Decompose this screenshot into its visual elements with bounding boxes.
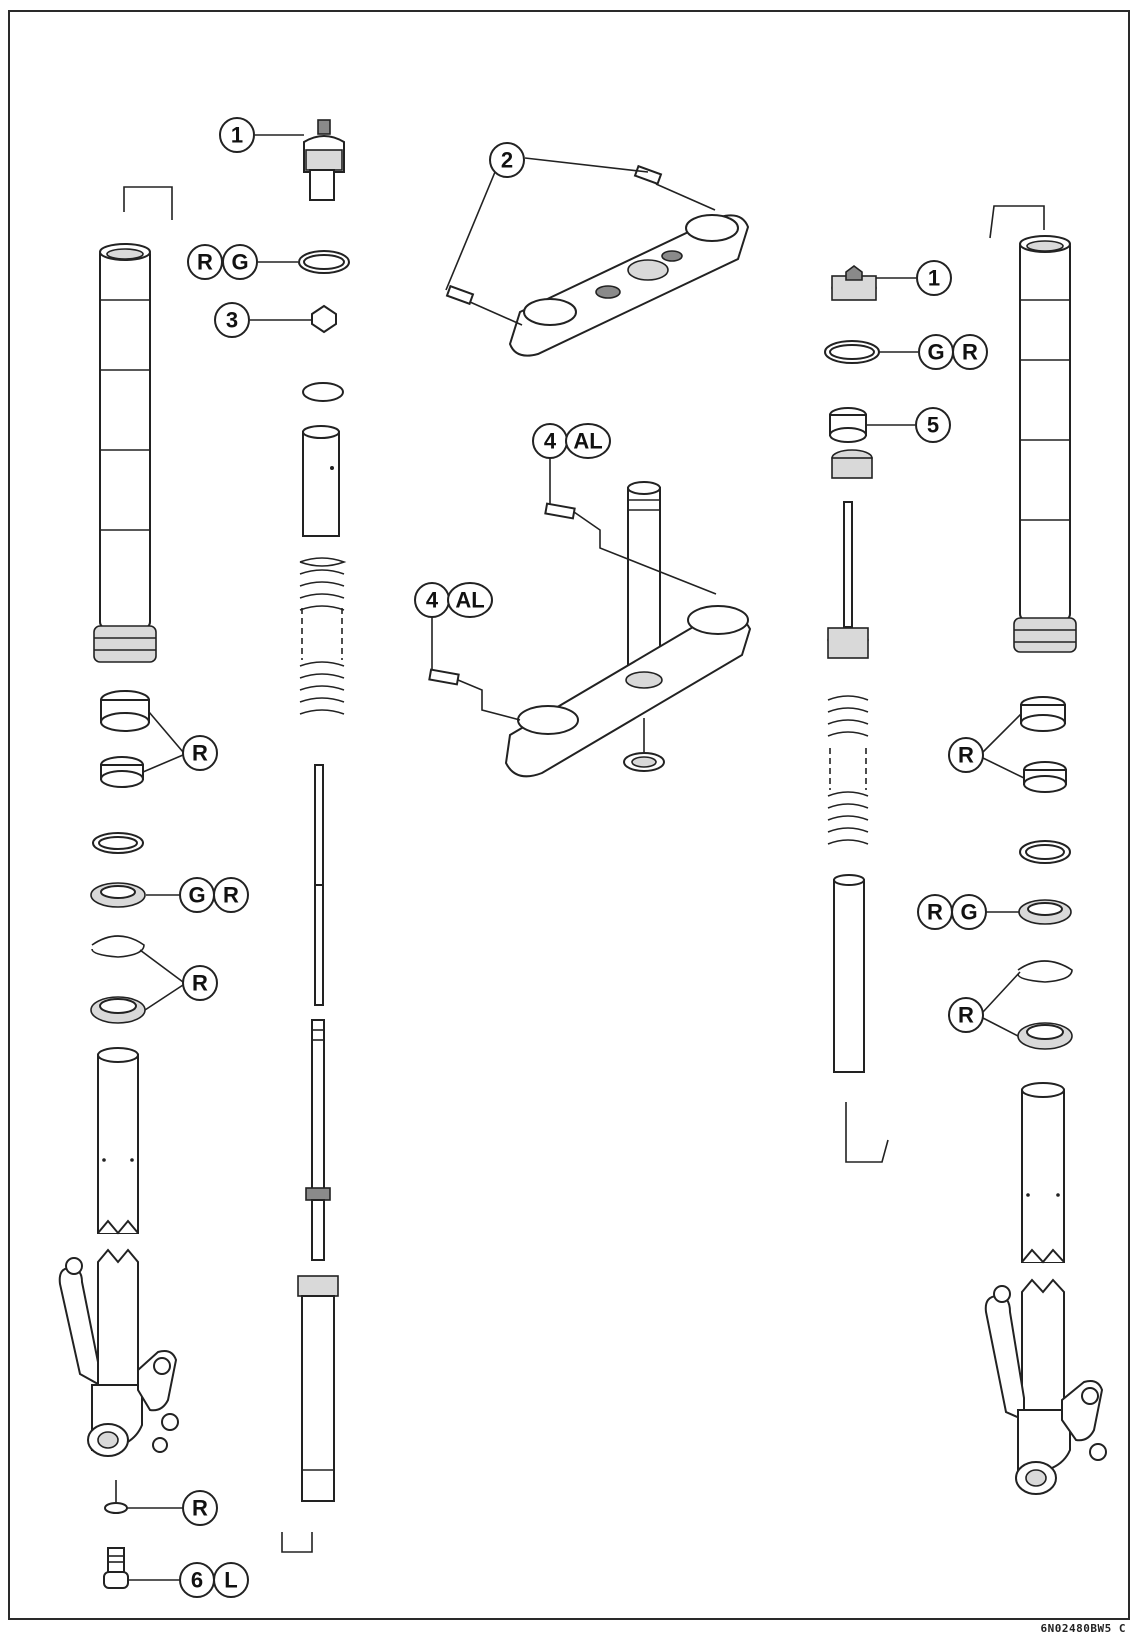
svg-text:6: 6 — [191, 1568, 203, 1593]
svg-text:G: G — [927, 340, 944, 365]
svg-text:3: 3 — [226, 308, 238, 333]
callout-R-G-left-o-ring: R G — [187, 244, 258, 280]
svg-text:R: R — [223, 883, 239, 908]
left-o-ring — [298, 250, 350, 274]
left-spring-collar — [302, 425, 340, 537]
left-top-plug — [303, 119, 345, 201]
svg-text:R: R — [192, 971, 208, 996]
callout-4-AL-upper: 4 AL — [532, 423, 611, 459]
right-fork-spring — [827, 695, 869, 845]
svg-text:AL: AL — [455, 588, 484, 613]
callout-R-left-circlip: R — [182, 965, 218, 1001]
svg-text:2: 2 — [501, 148, 513, 173]
upper-clamp-bolts — [445, 164, 716, 326]
left-nut-and-washer — [302, 304, 344, 402]
left-push-rod — [314, 764, 324, 1006]
svg-text:5: 5 — [927, 413, 939, 438]
callout-3: 3 — [214, 302, 250, 338]
callout-labels: 1 2 R G 3 4 AL 4 AL 1 — [179, 117, 988, 1598]
callout-4-AL-lower: 4 AL — [414, 582, 493, 618]
svg-text:G: G — [960, 900, 977, 925]
svg-text:G: G — [188, 883, 205, 908]
right-inner-tube — [1021, 1082, 1065, 1413]
left-fork-bushings — [100, 690, 150, 788]
callout-R-left-bushings: R — [182, 735, 218, 771]
left-damper-assembly — [281, 1019, 339, 1553]
callout-G-R-left-seal: G R — [179, 877, 249, 913]
callout-R-right-circlip: R — [948, 997, 984, 1033]
left-fork-spring — [299, 557, 347, 715]
callout-1-left: 1 — [219, 117, 255, 153]
drawing-code: 6N02480BW5 C — [1040, 1622, 1126, 1635]
left-washer-and-seal — [90, 832, 146, 908]
callout-1-right: 1 — [916, 260, 952, 296]
svg-text:R: R — [192, 741, 208, 766]
right-spacer — [829, 407, 867, 443]
svg-text:R: R — [958, 1003, 974, 1028]
svg-text:R: R — [962, 340, 978, 365]
svg-text:1: 1 — [928, 266, 940, 291]
callout-R-right-bushings: R — [948, 737, 984, 773]
callout-2: 2 — [489, 142, 525, 178]
right-o-ring — [824, 340, 880, 364]
svg-text:R: R — [197, 250, 213, 275]
svg-text:4: 4 — [544, 429, 557, 454]
callout-R-left-washer: R — [182, 1490, 218, 1526]
left-circlip-and-dust-seal — [90, 935, 146, 1024]
right-fork-bushings — [1020, 696, 1067, 793]
svg-text:R: R — [927, 900, 943, 925]
right-washer-and-seal — [1018, 840, 1072, 925]
diagram-frame — [8, 10, 1130, 1620]
svg-text:AL: AL — [573, 429, 602, 454]
lower-clamp-bolts — [428, 502, 717, 721]
right-cap-nut — [831, 449, 873, 479]
right-top-plug — [831, 265, 877, 301]
leader-lines — [127, 134, 1025, 1581]
right-outer-tube — [989, 205, 1077, 653]
right-circlip-and-dust-seal — [1017, 960, 1073, 1050]
steering-stem-lower-clamp — [504, 481, 752, 778]
callout-6-L: 6 L — [179, 1562, 249, 1598]
svg-text:4: 4 — [426, 588, 439, 613]
callout-5: 5 — [915, 407, 951, 443]
svg-text:R: R — [192, 1496, 208, 1521]
callout-G-R-right-o-ring: G R — [918, 334, 988, 370]
svg-text:R: R — [958, 743, 974, 768]
left-allen-bolt — [103, 1547, 129, 1589]
callout-R-G-right-seal: R G — [917, 894, 987, 930]
svg-text:1: 1 — [231, 123, 243, 148]
left-bottom-washer — [104, 1480, 128, 1514]
left-inner-tube — [97, 1047, 139, 1403]
svg-text:L: L — [224, 1568, 237, 1593]
right-damper-rod — [827, 501, 869, 659]
svg-text:G: G — [231, 250, 248, 275]
left-outer-tube — [93, 186, 173, 663]
left-axle-bracket — [58, 1257, 179, 1457]
right-cylinder — [833, 874, 889, 1163]
upper-triple-clamp — [508, 214, 750, 357]
right-axle-bracket — [984, 1285, 1107, 1495]
